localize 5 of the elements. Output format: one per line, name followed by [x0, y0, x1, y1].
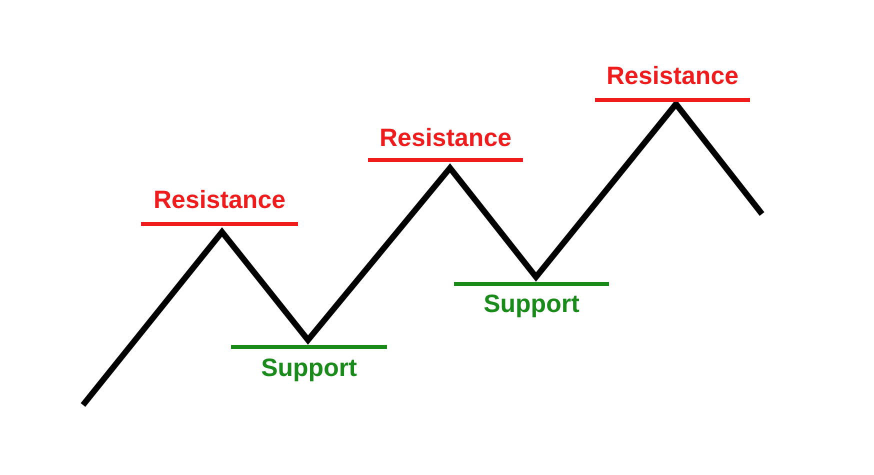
level-label: Support [261, 354, 357, 382]
level-label: Resistance [379, 124, 512, 152]
level-label: Resistance [153, 186, 286, 214]
level-label: Resistance [606, 62, 739, 90]
level-label: Support [484, 290, 580, 318]
